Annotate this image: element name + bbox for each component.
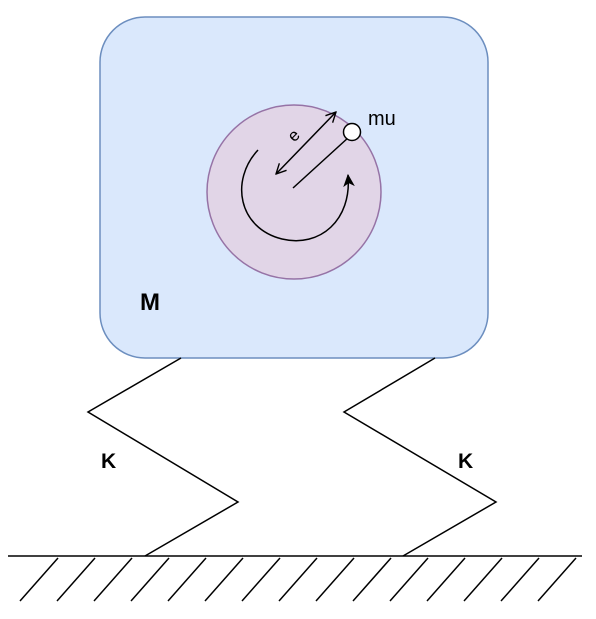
spring-right [342,357,498,557]
eccentricity-dimension-arrow [276,112,336,174]
ground-hatch-stroke [463,557,503,602]
ground-hatch-stroke [241,557,281,602]
ground-hatch-stroke [278,557,318,602]
ground-hatch-stroke [537,557,577,602]
ground-hatching [19,557,577,602]
ground-hatch-stroke [130,557,170,602]
rotation-arrow [241,149,355,242]
ground-hatch-stroke [204,557,244,602]
mass-label: M [140,289,160,316]
ground-hatch-stroke [426,557,466,602]
ground-hatch-stroke [500,557,540,602]
ground-hatch-stroke [315,557,355,602]
ground-hatch-stroke [56,557,96,602]
spring-right-label: K [458,450,473,473]
ground-hatch-stroke [167,557,207,602]
ground-hatch-stroke [19,557,59,602]
eccentric-mass [342,122,362,142]
eccentric-mass-label: mu [368,108,396,130]
spring-left [86,357,240,557]
ground-hatch-stroke [352,557,392,602]
rotor-disk [206,104,382,280]
spring-left-label: K [101,450,116,473]
ground-hatch-stroke [93,557,133,602]
ground-hatch-stroke [389,557,429,602]
